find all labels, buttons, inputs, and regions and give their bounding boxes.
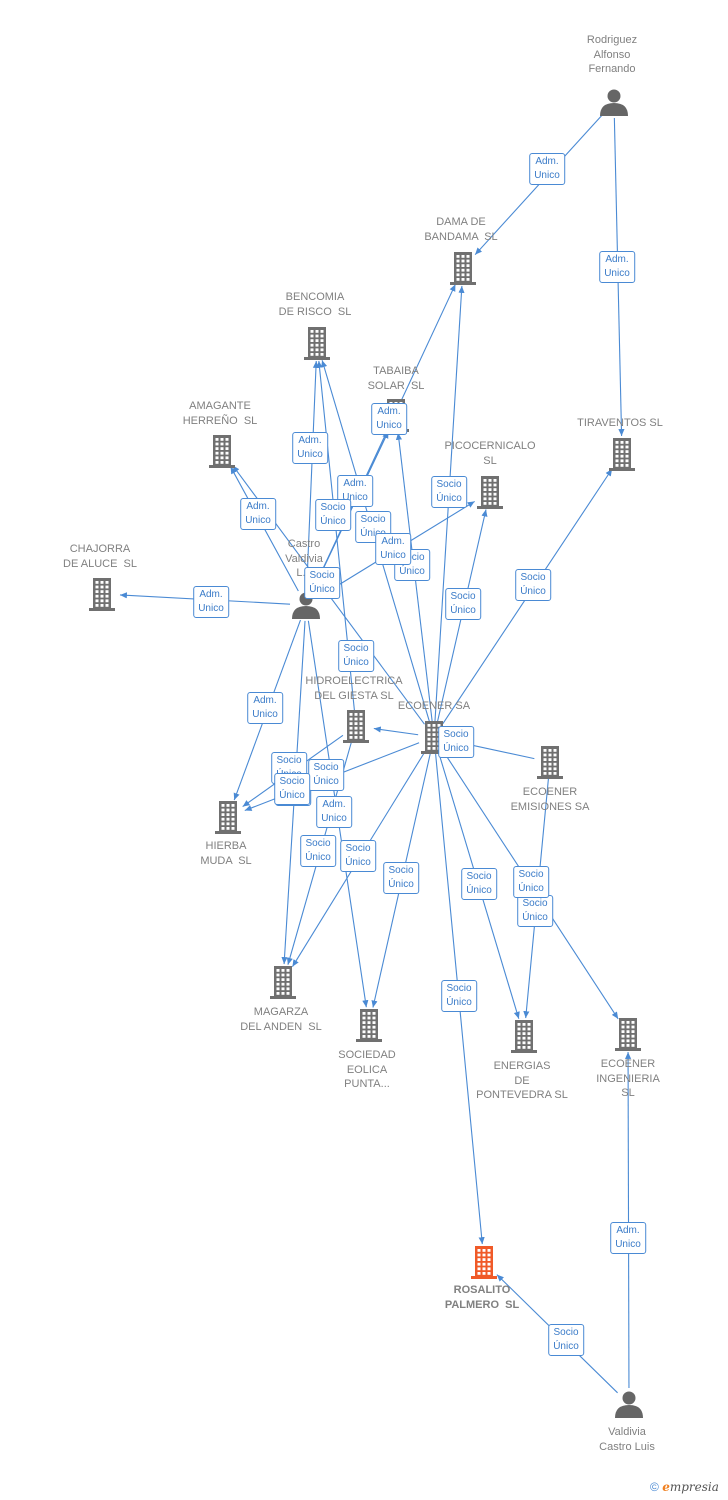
building-icon-bencomia[interactable] — [304, 327, 330, 360]
edge-badge-castro-bencomia[interactable]: Adm. Unico — [292, 432, 328, 464]
building-icon-dama[interactable] — [450, 252, 476, 285]
edge-badge-ecoener-amagante[interactable]: Socio Único — [394, 549, 430, 581]
edge-badge-castro-hierba[interactable]: Adm. Unico — [247, 692, 283, 724]
edge-badge-rodriguez-tiraventos[interactable]: Adm. Unico — [599, 251, 635, 283]
building-icon-chajorra[interactable] — [89, 578, 115, 611]
node-label-hierba[interactable]: HIERBA MUDA SL — [200, 840, 252, 867]
brand-logo: empresia — [662, 1480, 719, 1494]
copyright-symbol: © — [650, 1480, 659, 1494]
building-icon-magarza[interactable] — [270, 966, 296, 999]
edge-badge-ecoener-sociedad[interactable]: Socio Único — [383, 862, 419, 894]
node-label-magarza[interactable]: MAGARZA DEL ANDEN SL — [240, 1006, 322, 1033]
node-label-picocernicalo[interactable]: PICOCERNICALO SL — [444, 440, 536, 467]
edge-badge-ecoener-dama[interactable]: Socio Único — [438, 726, 474, 758]
building-icon-rosalito[interactable] — [471, 1246, 497, 1279]
edge-badge-ecoener-magarza[interactable]: Socio Único — [300, 835, 336, 867]
edge-badge-rodriguez-dama[interactable]: Adm. Unico — [529, 153, 565, 185]
edge-badge-castro-chajorra[interactable]: Adm. Unico — [193, 586, 229, 618]
node-label-energias[interactable]: ENERGIAS DE PONTEVEDRA SL — [476, 1060, 568, 1101]
building-icon-hierba[interactable] — [215, 801, 241, 834]
footer-brand[interactable]: © empresia — [650, 1480, 719, 1494]
edge-badge-hidro-hierba[interactable]: Socio Único — [274, 773, 310, 805]
edge-ecoener-hidro — [373, 726, 419, 736]
building-icon-ingenieria[interactable] — [615, 1018, 641, 1051]
building-icon-hidro[interactable] — [343, 710, 369, 743]
edge-badge-ecoener-tiraventos[interactable]: Socio Único — [515, 569, 551, 601]
building-icon-picocernicalo[interactable] — [477, 476, 503, 509]
edge-badge-ecoener-rosalito[interactable]: Socio Único — [441, 980, 477, 1012]
node-label-bencomia[interactable]: BENCOMIA DE RISCO SL — [278, 291, 352, 318]
node-label-ecoener[interactable]: ECOENER SA — [397, 700, 471, 712]
edge-badge-castro-amagante[interactable]: Adm. Unico — [240, 498, 276, 530]
edge-badge-hidro-magarza[interactable]: Socio Único — [340, 840, 376, 872]
building-icon-amagante[interactable] — [209, 435, 235, 468]
edge-badge-ecoener-ingenieria[interactable]: Socio Único — [517, 895, 553, 927]
node-label-rodriguez[interactable]: Rodriguez Alfonso Fernando — [586, 34, 638, 75]
node-label-sociedad[interactable]: SOCIEDAD EOLICA PUNTA... — [338, 1049, 396, 1090]
edge-badge-valdivia-rosalito[interactable]: Adm. Unico — [610, 1222, 646, 1254]
building-icon-sociedad[interactable] — [356, 1009, 382, 1042]
edge-badge-emisiones-energias[interactable]: Socio Único — [548, 1324, 584, 1356]
node-label-tabaiba[interactable]: TABAIBA SOLAR SL — [367, 365, 425, 392]
building-icon-emisiones[interactable] — [537, 746, 563, 779]
edge-badge-ecoener-energias[interactable]: Socio Único — [461, 868, 497, 900]
node-label-emisiones[interactable]: ECOENER EMISIONES SA — [510, 786, 590, 813]
edge-badge-valdivia-ingenieria[interactable]: Adm. Unico — [375, 533, 411, 565]
node-label-amagante[interactable]: AMAGANTE HERREÑO SL — [182, 400, 258, 427]
edge-castro-bencomia — [306, 360, 320, 590]
node-label-dama[interactable]: DAMA DE BANDAMA SL — [424, 216, 498, 243]
edge-badge-castro-tabaiba[interactable]: Socio Único — [304, 567, 340, 599]
node-label-rosalito[interactable]: ROSALITO PALMERO SL — [444, 1284, 520, 1311]
building-icon-energias[interactable] — [511, 1020, 537, 1053]
edge-badge-emisiones-ecoener[interactable]: Socio Único — [513, 866, 549, 898]
edge-badge-ecoener-picocernicalo[interactable]: Socio Único — [445, 588, 481, 620]
edge-badge-ecoener-bencomia[interactable]: Socio Único — [315, 499, 351, 531]
node-label-chajorra[interactable]: CHAJORRA DE ALUCE SL — [63, 543, 137, 570]
node-label-ingenieria[interactable]: ECOENER INGENIERIA SL — [596, 1058, 660, 1099]
edge-badge-hidro-bencomia[interactable]: Socio Único — [308, 759, 344, 791]
icon-layer — [89, 89, 643, 1419]
person-icon-rodriguez[interactable] — [600, 89, 628, 117]
node-label-tiraventos[interactable]: TIRAVENTOS SL — [577, 417, 663, 429]
edge-badge-castro-picocernicalo[interactable]: Socio Único — [431, 476, 467, 508]
node-label-valdivia[interactable]: Valdivia Castro Luis — [599, 1426, 655, 1453]
edge-badge-ecoener-hidro[interactable]: Socio Único — [338, 640, 374, 672]
person-icon-valdivia[interactable] — [615, 1391, 643, 1419]
edge-valdivia-ingenieria — [624, 1051, 632, 1389]
edge-badge-castro-sociedad[interactable]: Adm. Unico — [316, 796, 352, 828]
edge-badge-castro-tabaiba[interactable]: Adm. Unico — [371, 403, 407, 435]
node-label-hidro[interactable]: HIDROELECTRICA DEL GIESTA SL — [305, 675, 403, 702]
building-icon-tiraventos[interactable] — [609, 438, 635, 471]
